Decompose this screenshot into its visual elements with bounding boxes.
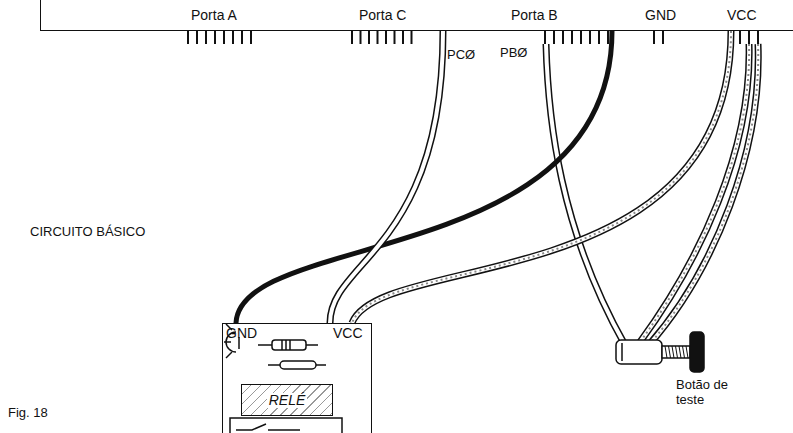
node-text: RELÉ [267,393,308,408]
node-text: Porta A [191,8,237,23]
circuit-title: CIRCUITO BÁSICO [30,225,145,240]
relay-box: RELÉ [241,384,333,416]
button-label: Botão de teste [676,378,746,408]
wire [330,31,443,323]
node-text: GND [226,326,257,341]
port-header: Porta A Porta C Porta B GND VCC [40,0,793,31]
test-button [616,332,704,372]
node-text: Porta C [359,8,406,23]
circuit-board: GND VCC RELÉ [222,323,372,433]
pin-name: PBØ [500,46,527,61]
node-text: Porta B [511,8,558,23]
wire [352,31,731,323]
wire [236,31,612,323]
node-text: VCC [727,8,757,23]
node-text: VCC [333,326,363,341]
pin-name: PCØ [447,48,475,63]
node-text: GND [645,8,676,23]
figure-caption: Fig. 18 [8,406,48,421]
board-components [224,324,342,433]
